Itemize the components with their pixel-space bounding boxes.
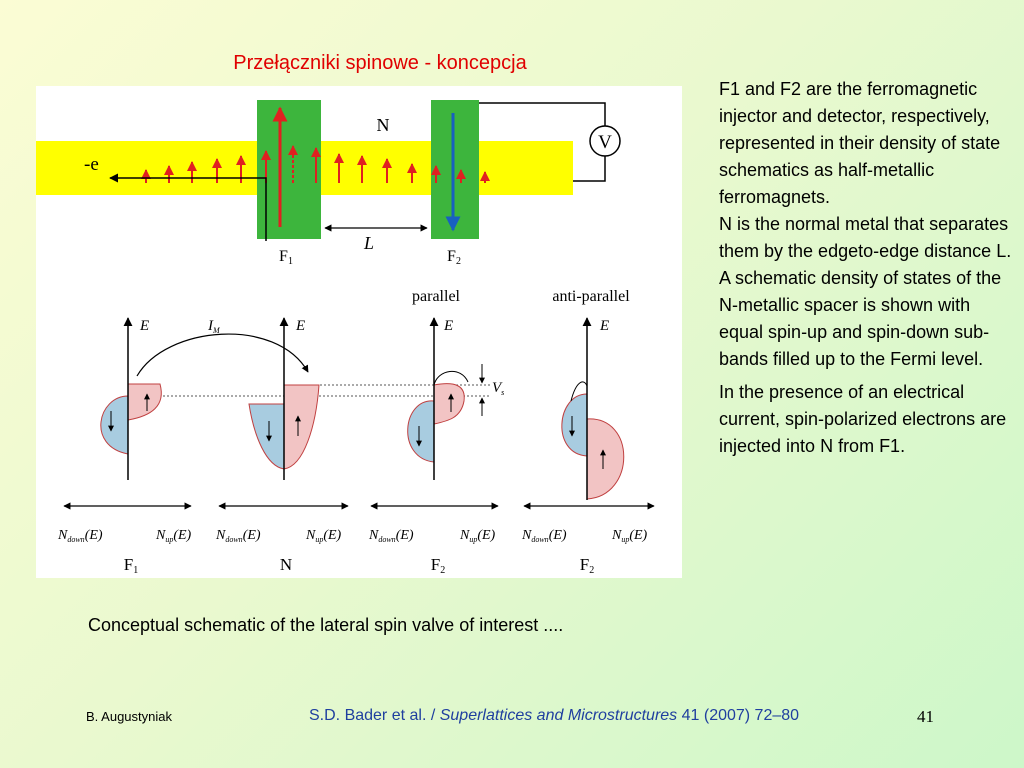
f2p-n-down-label: Ndown(E)	[368, 528, 414, 544]
author-footer: B. Augustyniak	[86, 709, 172, 724]
f2-label: F2	[447, 248, 461, 267]
f2p-up-band-cap	[433, 371, 469, 386]
description-paragraph-3: A schematic density of states of the N-m…	[719, 268, 1002, 369]
panel-f2-parallel: Vs E Ndown(E) Nup(E) F2	[368, 317, 504, 576]
header-parallel: parallel	[412, 288, 461, 305]
n-panel-label: N	[280, 555, 292, 574]
f1-panel-label: F1	[124, 555, 138, 576]
im-current-arc	[136, 333, 309, 377]
description-paragraph-1: F1 and F2 are the ferromagnetic injector…	[719, 79, 1001, 207]
description-text: F1 and F2 are the ferromagnetic injector…	[719, 76, 1019, 460]
f2a-n-up-label: Nup(E)	[611, 528, 648, 544]
n-energy-label: E	[295, 318, 305, 334]
vs-label: Vs	[492, 380, 504, 397]
page-number: 41	[917, 707, 934, 726]
device-schematic: -e V N L F1 F2	[36, 100, 621, 267]
n-n-up-label: Nup(E)	[305, 528, 342, 544]
voltmeter-wire-return	[573, 156, 606, 182]
f1-energy-label: E	[139, 318, 149, 334]
panel-n: E Ndown(E) Nup(E) N	[215, 317, 349, 574]
f1-block	[257, 100, 321, 239]
f1-n-down-label: Ndown(E)	[57, 528, 103, 544]
f2p-energy-label: E	[443, 318, 453, 334]
f2p-down-band	[407, 400, 435, 463]
f1-n-up-label: Nup(E)	[155, 528, 192, 544]
electron-current-path	[109, 173, 267, 241]
citation: S.D. Bader et al. / Superlattices and Mi…	[309, 707, 799, 725]
citation-authors: S.D. Bader et al. /	[309, 707, 440, 724]
slide-title: Przełączniki spinowe - koncepcja	[233, 52, 527, 74]
f2-block	[431, 100, 479, 239]
description-paragraph-2: N is the normal metal that separates the…	[719, 214, 1012, 261]
f2a-up-band	[586, 418, 625, 500]
description-paragraph-4: In the presence of an electrical current…	[719, 382, 1007, 456]
header-antiparallel: anti-parallel	[552, 288, 630, 305]
electron-label: -e	[84, 154, 99, 175]
panel-f2-antiparallel: E Ndown(E) Nup(E) F2	[521, 317, 655, 576]
f2p-panel-label: F2	[431, 555, 445, 576]
f2a-n-down-label: Ndown(E)	[521, 528, 567, 544]
spin-valve-figure: -e V N L F1 F2 parallel anti-parallel	[36, 86, 682, 578]
f1-up-band	[127, 383, 162, 421]
n-down-band	[248, 403, 285, 470]
spin-valve-diagram: -e V N L F1 F2 parallel anti-parallel	[36, 100, 655, 576]
f2a-down-band-cap	[570, 381, 588, 402]
im-label: IM	[207, 318, 221, 335]
voltmeter	[589, 125, 621, 157]
figure-caption: Conceptual schematic of the lateral spin…	[88, 615, 564, 635]
f1-label: F1	[279, 248, 293, 267]
voltmeter-wire	[479, 102, 606, 126]
voltmeter-label: V	[598, 132, 612, 153]
n-n-down-label: Ndown(E)	[215, 528, 261, 544]
l-distance-label: L	[363, 233, 374, 253]
f2a-panel-label: F2	[580, 555, 594, 576]
f2p-n-up-label: Nup(E)	[459, 528, 496, 544]
f2p-up-band	[433, 383, 465, 425]
n-region-label: N	[377, 115, 390, 135]
panel-f1: E Ndown(E) Nup(E) F1	[57, 317, 192, 576]
f2a-energy-label: E	[599, 318, 609, 334]
f1-down-band	[100, 395, 129, 455]
n-up-band	[283, 384, 320, 470]
f2a-down-band	[561, 393, 588, 457]
citation-journal: Superlattices and Microstructures	[439, 707, 678, 724]
citation-details: 41 (2007) 72–80	[677, 707, 800, 724]
density-of-states-panels: parallel anti-parallel E Ndown(E) Nup(E)…	[57, 288, 655, 576]
